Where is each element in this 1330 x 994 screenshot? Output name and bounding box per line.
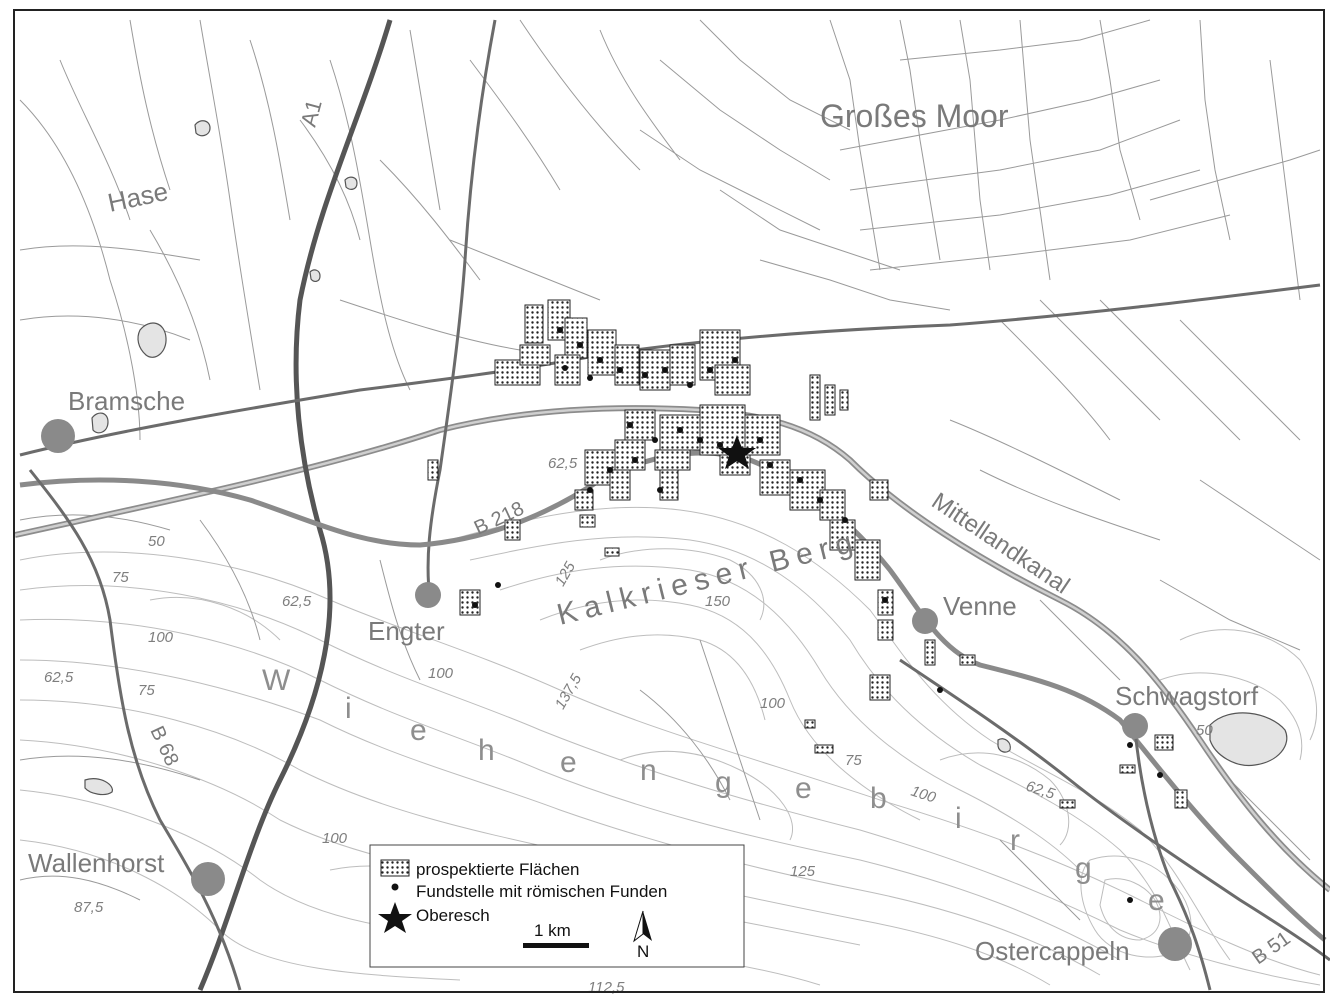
bramsche-marker (41, 419, 75, 453)
contour-label: 112,5 (588, 979, 625, 994)
north-arrow-icon (643, 911, 652, 941)
road-network (19, 19, 1330, 991)
contour-label: 137,5 (552, 671, 586, 713)
contour-label: 75 (138, 682, 155, 699)
contour-label: 87,5 (74, 899, 104, 916)
scale-bar (523, 943, 589, 948)
ridge-letter: e (795, 772, 812, 805)
canal (14, 405, 1330, 893)
label-ostercappeln: Ostercappeln (975, 936, 1130, 966)
label-a1: A1 (296, 97, 327, 129)
contour-label: 50 (148, 533, 165, 550)
venne-marker (912, 608, 938, 634)
ridge-letters: W i e h e n g e b i r g e (262, 664, 1165, 917)
ridge-letter: W (262, 664, 291, 697)
map-frame (13, 9, 1325, 993)
ridge-letter: n (640, 754, 657, 787)
legend-oberesch-label: Oberesch (416, 906, 490, 925)
label-mittellandkanal: Mittellandkanal (927, 488, 1075, 600)
ridge-letter: e (1148, 884, 1165, 917)
legend-star-icon (378, 902, 412, 933)
contour-label: 75 (845, 752, 862, 769)
find-spots (472, 327, 1163, 903)
ridge-letter: i (345, 692, 352, 725)
ridge-letter: b (870, 782, 887, 815)
ponds (84, 120, 1288, 796)
label-grosses-moor: Großes Moor (820, 98, 1009, 134)
label-hase: Hase (105, 176, 171, 218)
contour-label: 100 (428, 665, 454, 682)
contour-label: 150 (705, 593, 731, 610)
ridge-letter: i (955, 802, 962, 835)
contour-label: 62,5 (548, 455, 578, 472)
ridge-letter: g (715, 766, 732, 799)
contour-label: 125 (790, 863, 816, 880)
label-kalkrieser-berg: Kalkrieser Berg (554, 525, 863, 632)
ostercappeln-marker (1158, 927, 1192, 961)
towns (41, 419, 1192, 961)
ridge-letter: e (560, 746, 577, 779)
ridge-letter: g (1075, 852, 1092, 885)
contour-label: 75 (112, 569, 129, 586)
map-labels: Großes Moor Hase A1 Bramsche B 218 Mitte… (28, 97, 1295, 969)
ridge-letter: r (1010, 824, 1020, 857)
contour-label: 62,5 (1024, 778, 1058, 803)
contour-label: 62,5 (44, 669, 74, 686)
scale-label: 1 km (534, 921, 571, 940)
north-arrow-outline (633, 910, 644, 943)
label-b51: B 51 (1248, 927, 1294, 969)
prospected-fields (427, 299, 1188, 809)
north-label: N (637, 942, 649, 961)
contour-label: 100 (760, 695, 786, 712)
ridge-letter: e (410, 714, 427, 747)
contour-label: 100 (148, 629, 174, 646)
legend-finds-label: Fundstelle mit römischen Funden (416, 882, 667, 901)
label-bramsche: Bramsche (68, 386, 185, 416)
legend: prospektierte Flächen Fundstelle mit röm… (369, 844, 745, 968)
schwagstorf-marker (1122, 713, 1148, 739)
contour-label: 100 (322, 830, 348, 847)
label-schwagstorf: Schwagstorf (1115, 681, 1259, 711)
contour-label: 50 (1196, 722, 1213, 739)
contour-label: 100 (909, 783, 939, 807)
legend-fields-swatch (380, 859, 410, 877)
legend-find-dot (391, 883, 399, 891)
wallenhorst-marker (191, 862, 225, 896)
label-wallenhorst: Wallenhorst (28, 848, 165, 878)
legend-fields-label: prospektierte Flächen (416, 860, 579, 879)
label-engter: Engter (368, 616, 445, 646)
field-network (19, 19, 1321, 921)
ridge-letter: h (478, 734, 495, 767)
label-venne: Venne (943, 591, 1017, 621)
engter-marker (415, 582, 441, 608)
contour-label: 125 (552, 558, 580, 589)
contour-label: 62,5 (282, 593, 312, 610)
